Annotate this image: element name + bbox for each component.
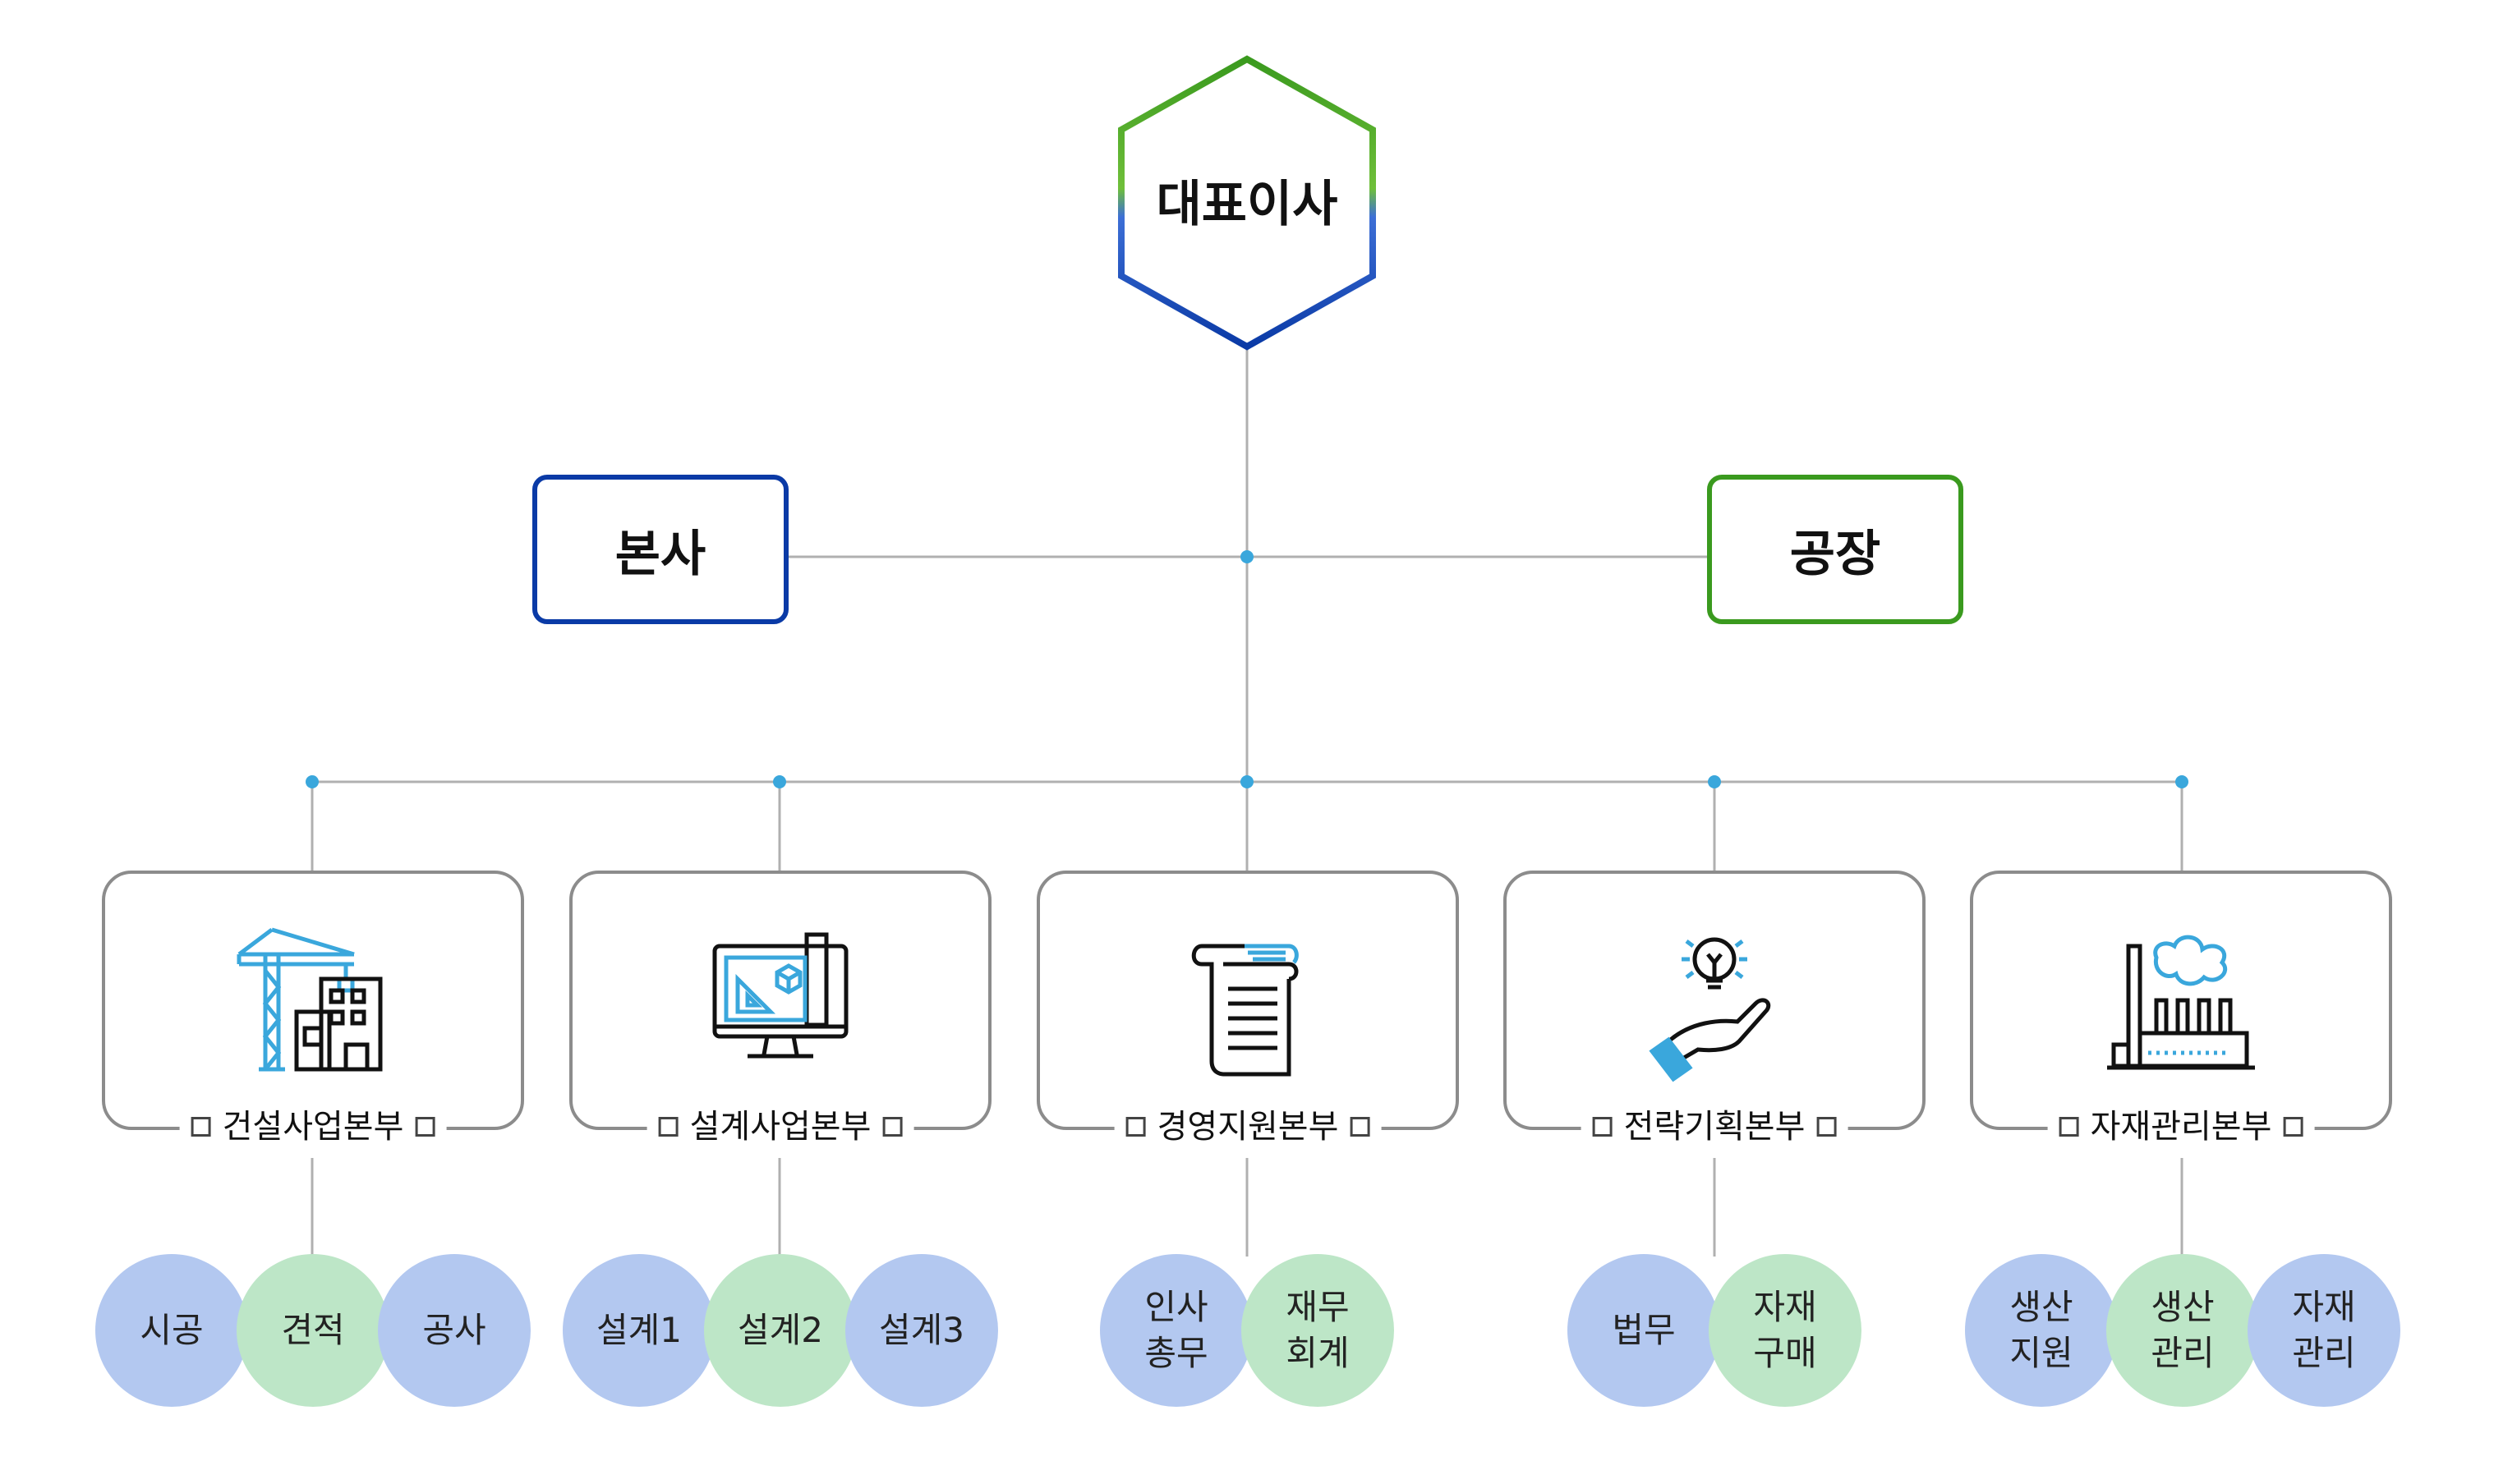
department-name: 건설사업본부: [222, 1108, 404, 1146]
box-marker-icon: [191, 1117, 211, 1137]
department-name: 전략기획본부: [1623, 1108, 1806, 1146]
junction-dot: [1708, 775, 1721, 788]
junction-dot: [1240, 775, 1254, 788]
factory-icon: [2107, 935, 2255, 1070]
department-name: 자재관리본부: [2090, 1108, 2272, 1146]
team-circle: 시공: [95, 1254, 248, 1407]
department-box: 경영지원본부: [1037, 871, 1459, 1148]
team-circle: 자재 구매: [1709, 1254, 1861, 1407]
head-office-label: 본사: [614, 525, 706, 583]
factory-label: 공장: [1789, 525, 1881, 583]
team-circle: 생산 관리: [2106, 1254, 2259, 1407]
junction-dot: [2175, 775, 2188, 788]
department-name: 경영지원본부: [1157, 1108, 1339, 1146]
department-box: 건설사업본부: [102, 871, 524, 1148]
department-label: 건설사업본부: [179, 1105, 447, 1148]
team-circle: 견적: [237, 1254, 389, 1407]
junction-dot: [773, 775, 786, 788]
box-marker-icon: [1592, 1117, 1613, 1137]
team-circle: 설계2: [704, 1254, 857, 1407]
box-marker-icon: [882, 1117, 903, 1137]
department-label: 자재관리본부: [2047, 1105, 2315, 1148]
department-name: 설계사업본부: [689, 1108, 872, 1146]
department-box: 자재관리본부: [1970, 871, 2392, 1148]
team-circle: 자재 관리: [2248, 1254, 2400, 1407]
box-marker-icon: [658, 1117, 679, 1137]
team-circle: 공사: [378, 1254, 531, 1407]
department-box: 전략기획본부: [1503, 871, 1926, 1148]
box-marker-icon: [2283, 1117, 2303, 1137]
junction-dot: [306, 775, 319, 788]
team-circle: 재무 회계: [1241, 1254, 1394, 1407]
department-label: 설계사업본부: [647, 1105, 914, 1148]
box-marker-icon: [2059, 1117, 2079, 1137]
department-label: 전략기획본부: [1581, 1105, 1848, 1148]
design-monitor-icon: [712, 932, 849, 1059]
box-marker-icon: [1350, 1117, 1370, 1137]
box-marker-icon: [1816, 1117, 1837, 1137]
crane-building-icon: [237, 927, 383, 1072]
idea-hand-icon: [1649, 937, 1771, 1082]
junction-dot: [1240, 550, 1254, 563]
team-circle: 생산 지원: [1965, 1254, 2118, 1407]
box-marker-icon: [415, 1117, 435, 1137]
box-marker-icon: [1125, 1117, 1146, 1137]
department-label: 경영지원본부: [1114, 1105, 1382, 1148]
document-scroll-icon: [1191, 944, 1299, 1077]
team-circle: 인사 총무: [1100, 1254, 1253, 1407]
ceo-title: 대표이사: [1156, 176, 1338, 233]
factory-box: 공장: [1707, 475, 1963, 624]
head-office-box: 본사: [532, 475, 789, 624]
team-circle: 설계3: [845, 1254, 998, 1407]
team-circle: 법무: [1567, 1254, 1720, 1407]
team-circle: 설계1: [563, 1254, 716, 1407]
department-box: 설계사업본부: [569, 871, 992, 1148]
